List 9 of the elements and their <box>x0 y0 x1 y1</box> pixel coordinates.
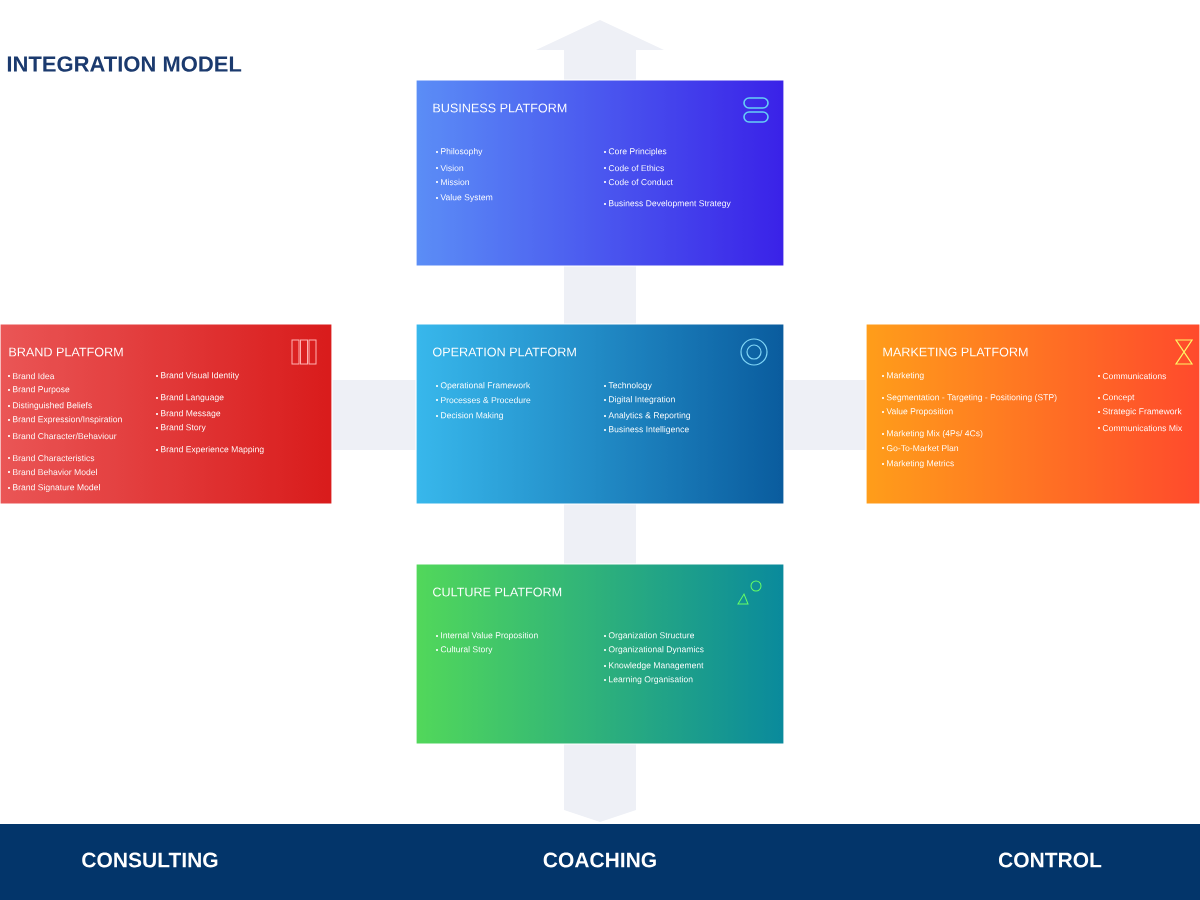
platform-card <box>415 79 785 267</box>
platform-card <box>415 323 785 505</box>
platform-card <box>865 323 1200 505</box>
platform-card <box>415 563 785 745</box>
footer-label: CONSULTING <box>82 852 218 868</box>
footer-label: CONTROL <box>998 852 1102 868</box>
platform-card <box>0 323 333 505</box>
title: INTEGRATION MODEL <box>7 56 242 72</box>
footer-label: COACHING <box>543 852 656 868</box>
